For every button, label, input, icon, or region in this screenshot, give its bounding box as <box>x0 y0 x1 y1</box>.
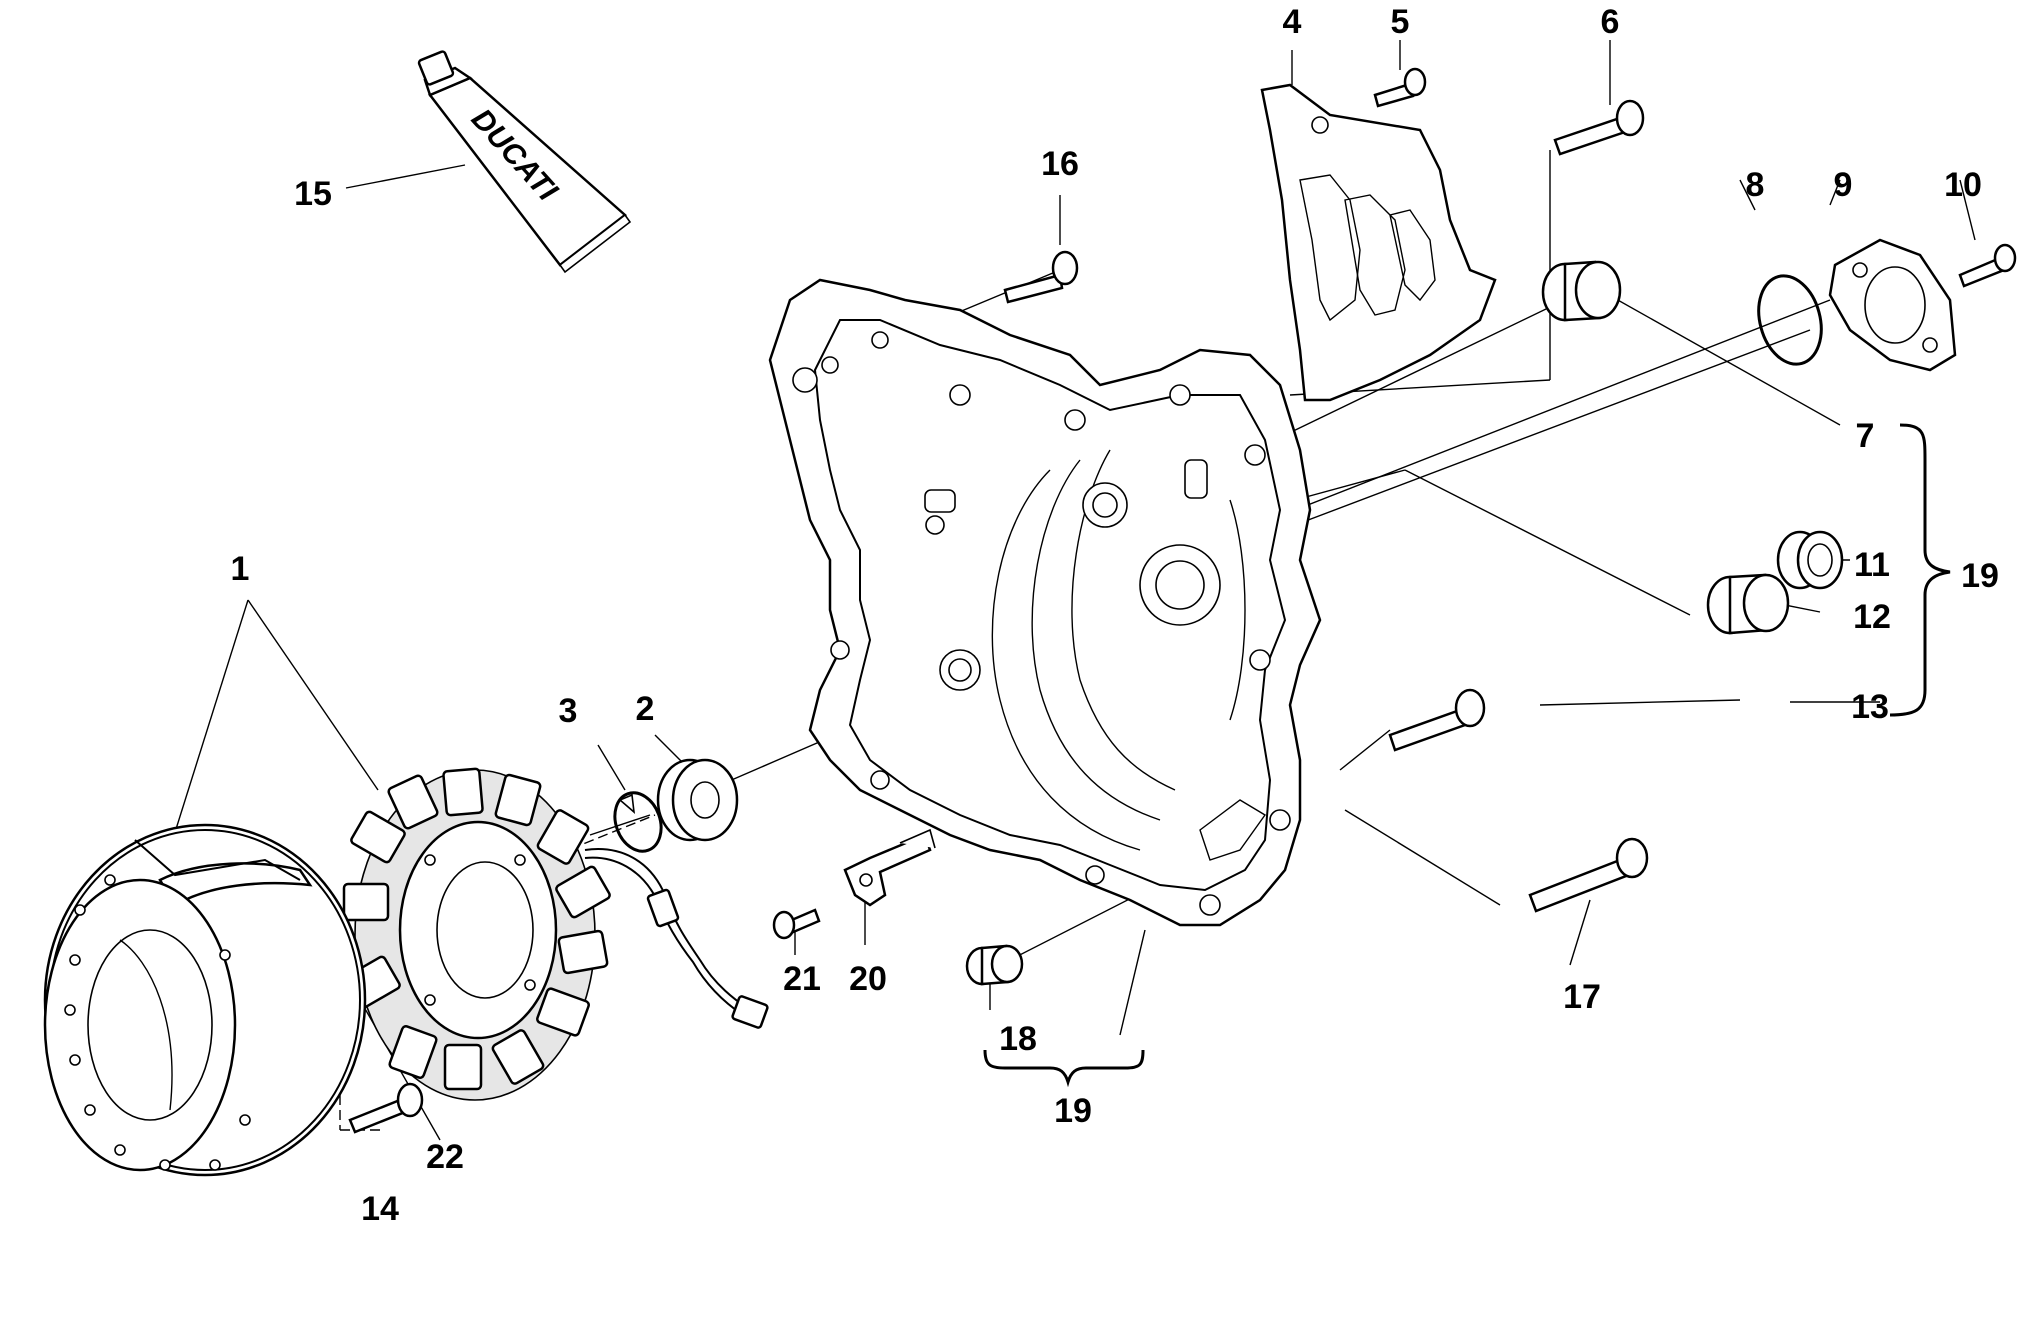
callout-19-right: 19 <box>1961 557 1999 595</box>
dowel-part-18 <box>965 944 1024 986</box>
bolt-part-5 <box>1373 67 1427 108</box>
bolt-part-13 <box>1388 688 1486 752</box>
callout-2: 2 <box>636 690 655 728</box>
bolt-part-17 <box>1528 837 1649 913</box>
callout-7: 7 <box>1856 417 1875 455</box>
callout-3: 3 <box>559 692 578 730</box>
bolt-part-10 <box>1958 243 2017 288</box>
callout-5: 5 <box>1391 3 1410 41</box>
callout-21: 21 <box>783 960 821 998</box>
callout-22: 22 <box>426 1138 464 1176</box>
callout-1: 1 <box>231 550 250 588</box>
callout-9: 9 <box>1834 166 1853 204</box>
sealant-tube-part-15: DUCATI <box>417 50 632 274</box>
callout-10: 10 <box>1944 166 1982 204</box>
callout-20: 20 <box>849 960 887 998</box>
callout-11: 11 <box>1854 546 1890 584</box>
clamp-part-20 <box>843 828 936 907</box>
bolt-part-14 <box>348 1082 424 1134</box>
flange-plate-part-9 <box>1828 238 1957 372</box>
callout-17: 17 <box>1563 978 1601 1016</box>
callout-14: 14 <box>361 1190 399 1228</box>
bolt-part-6 <box>1553 99 1645 156</box>
callout-8: 8 <box>1746 166 1765 204</box>
bearing-part-2 <box>656 758 739 842</box>
bolt-part-21 <box>772 908 821 940</box>
callout-19-bottom: 19 <box>1054 1092 1092 1130</box>
alternator-cover-housing <box>768 278 1322 927</box>
cover-plate-part-4 <box>1260 83 1497 402</box>
circlip-part-3 <box>613 791 663 853</box>
callout-13: 13 <box>1851 688 1889 726</box>
bushing-part-7 <box>1541 260 1622 322</box>
group-bracket-bottom <box>983 1049 1145 1088</box>
bolt-part-16 <box>1003 250 1079 304</box>
callout-15: 15 <box>294 175 332 213</box>
stator-part-1 <box>342 767 769 1101</box>
callout-18: 18 <box>999 1020 1037 1058</box>
rotor-part-1 <box>43 823 367 1177</box>
o-ring-part-8 <box>1757 274 1823 366</box>
group-bracket-right <box>1889 423 1951 717</box>
callout-6: 6 <box>1601 3 1620 41</box>
callout-12: 12 <box>1853 598 1891 636</box>
callout-4: 4 <box>1283 3 1302 41</box>
seal-part-11 <box>1776 530 1844 590</box>
bushing-part-12 <box>1706 573 1790 635</box>
callout-16: 16 <box>1041 145 1079 183</box>
callout-labels: 1 2 3 4 5 6 7 8 9 10 11 12 13 14 15 16 1… <box>231 3 1999 1228</box>
